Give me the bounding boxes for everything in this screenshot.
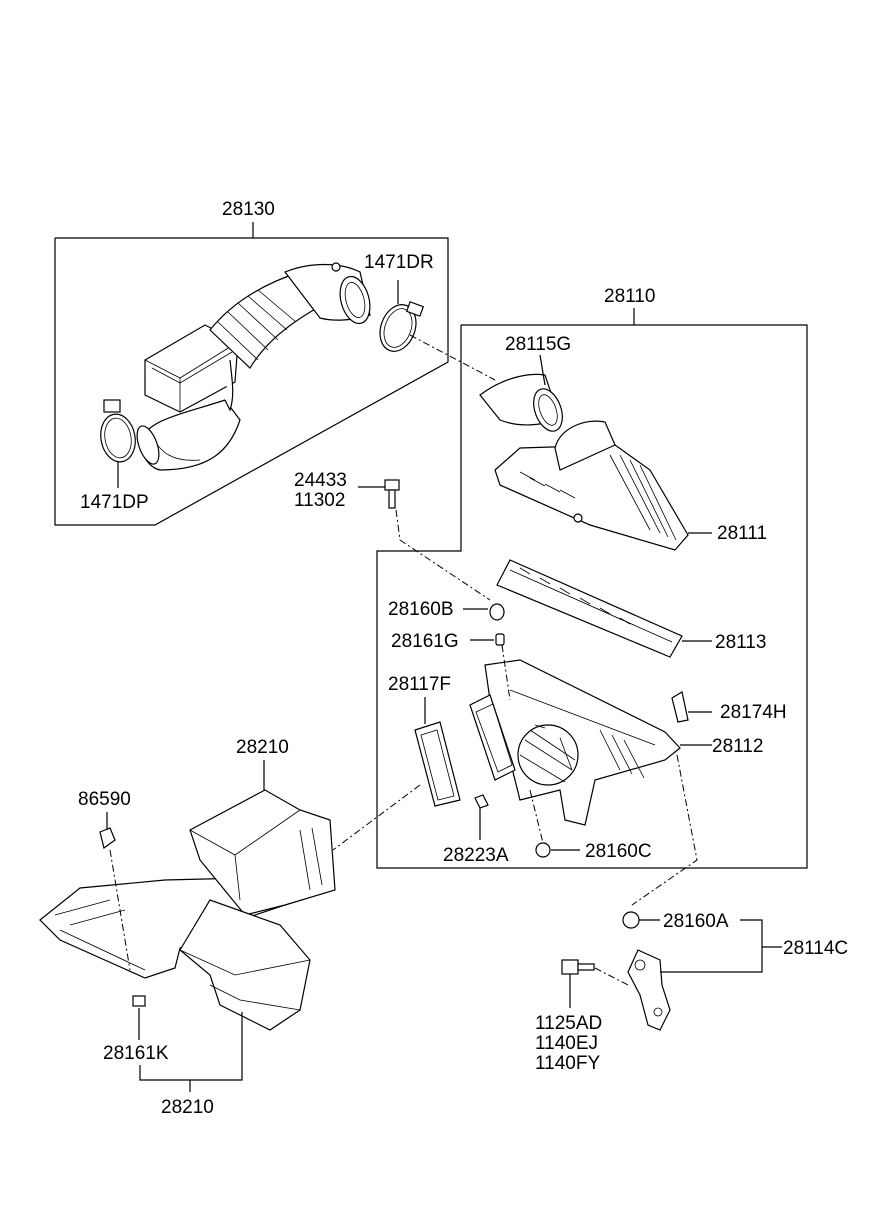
label-28112: 28112 [712, 736, 763, 757]
pin-28161G [470, 633, 505, 646]
duct-28115G [479, 354, 563, 432]
label-11302: 11302 [294, 490, 345, 511]
gasket-28117F [414, 697, 461, 807]
fastener-86590 [99, 812, 131, 971]
pin-28161K [132, 995, 146, 1040]
label-1140FY: 1140FY [535, 1053, 600, 1074]
label-28115G: 28115G [505, 334, 571, 355]
grommet-28160B [463, 603, 505, 621]
hose-clamp-1471DP [100, 399, 136, 488]
label-28114C: 28114C [783, 938, 848, 959]
hose-clamp-1471DR [379, 280, 425, 352]
label-28111: 28111 [717, 523, 767, 544]
bolt-1125AD [561, 959, 629, 1008]
label-1125AD: 1125AD [535, 1013, 602, 1034]
label-28161G: 28161G [391, 631, 459, 652]
seal-28117F [469, 694, 516, 781]
clip-28174H [671, 691, 712, 723]
label-28117F: 28117F [388, 674, 451, 695]
label-28210-top: 28210 [236, 737, 289, 758]
label-28161K: 28161K [103, 1043, 169, 1064]
intake-hose-28130 [136, 262, 371, 471]
label-28223A: 28223A [443, 845, 509, 866]
label-28160B: 28160B [388, 599, 454, 620]
label-1140EJ: 1140EJ [535, 1033, 598, 1054]
label-28160C: 28160C [585, 841, 652, 862]
bolt-24433 [358, 479, 400, 509]
label-28160A: 28160A [663, 911, 729, 932]
label-1471DR: 1471DR [364, 252, 434, 273]
part-labels: 28130 1471DR 1471DP 28110 28115G 24433 1… [78, 199, 848, 1118]
group-frame-28130 [54, 222, 449, 526]
lower-housing-28112 [484, 659, 712, 826]
label-28113: 28113 [715, 632, 766, 653]
label-28110: 28110 [604, 286, 655, 307]
group-frame-28110 [376, 308, 808, 869]
label-24433: 24433 [294, 470, 347, 491]
label-28130: 28130 [222, 199, 275, 220]
label-28174H: 28174H [720, 702, 787, 723]
label-28210-bottom: 28210 [161, 1097, 214, 1118]
filter-element-28113 [496, 559, 712, 658]
grommet-28160A [622, 911, 660, 929]
bolt-28223A [474, 794, 489, 840]
label-86590: 86590 [78, 789, 131, 810]
bracket-28210-lower [139, 1012, 243, 1092]
grommet-28160C [535, 842, 580, 858]
bracket-28114C [627, 919, 782, 1031]
upper-cover-28111 [494, 420, 712, 551]
air-duct-28210 [39, 760, 336, 1031]
label-1471DP: 1471DP [80, 492, 149, 513]
